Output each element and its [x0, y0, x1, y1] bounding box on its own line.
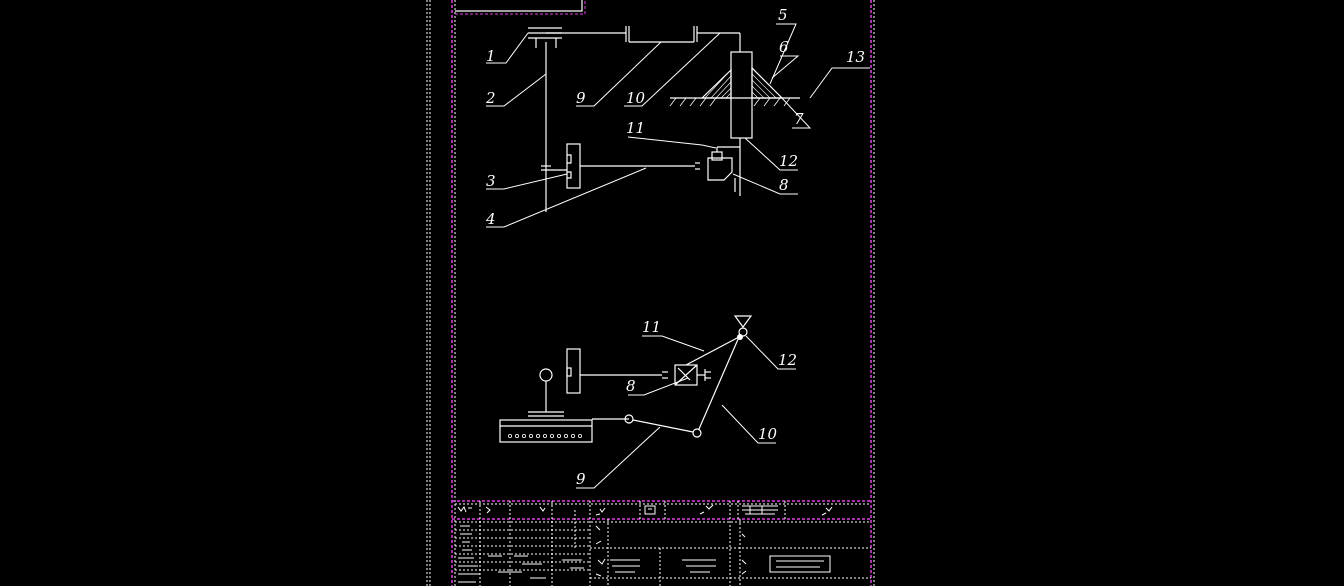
schematic-label-9: 9: [576, 470, 586, 488]
title-block: [452, 500, 871, 586]
part-label-12: 12: [779, 152, 798, 170]
upper-part-labels: 1 2 3 4 5 6 7 8 9 10 11 12 13: [485, 6, 865, 228]
part-label-4: 4: [485, 210, 496, 228]
pivot-joint: [737, 334, 743, 340]
lower-leader-lines: [576, 335, 796, 489]
part-label-5: 5: [778, 6, 788, 24]
part-label-10: 10: [626, 89, 646, 107]
lower-schematic: [499, 315, 753, 443]
part-label-9: 9: [576, 89, 586, 107]
part-label-1: 1: [486, 47, 496, 65]
schematic-label-12: 12: [778, 351, 797, 369]
schematic-label-10: 10: [758, 425, 778, 443]
lower-part-labels: 8 9 10 11 12: [576, 318, 797, 488]
schematic-label-11: 11: [642, 318, 661, 336]
part-label-3: 3: [486, 172, 496, 190]
schematic-label-8: 8: [626, 377, 636, 395]
upper-leader-lines: [486, 23, 870, 228]
part-label-7: 7: [794, 110, 804, 128]
part-label-8: 8: [779, 176, 789, 194]
part-label-11: 11: [626, 119, 645, 137]
part-label-2: 2: [485, 89, 496, 107]
lower-dot-row: [507, 433, 583, 438]
drawing-frame: [426, 0, 875, 586]
part-label-6: 6: [779, 38, 789, 56]
part-label-13: 13: [846, 48, 865, 66]
upper-mechanism: [528, 26, 800, 212]
